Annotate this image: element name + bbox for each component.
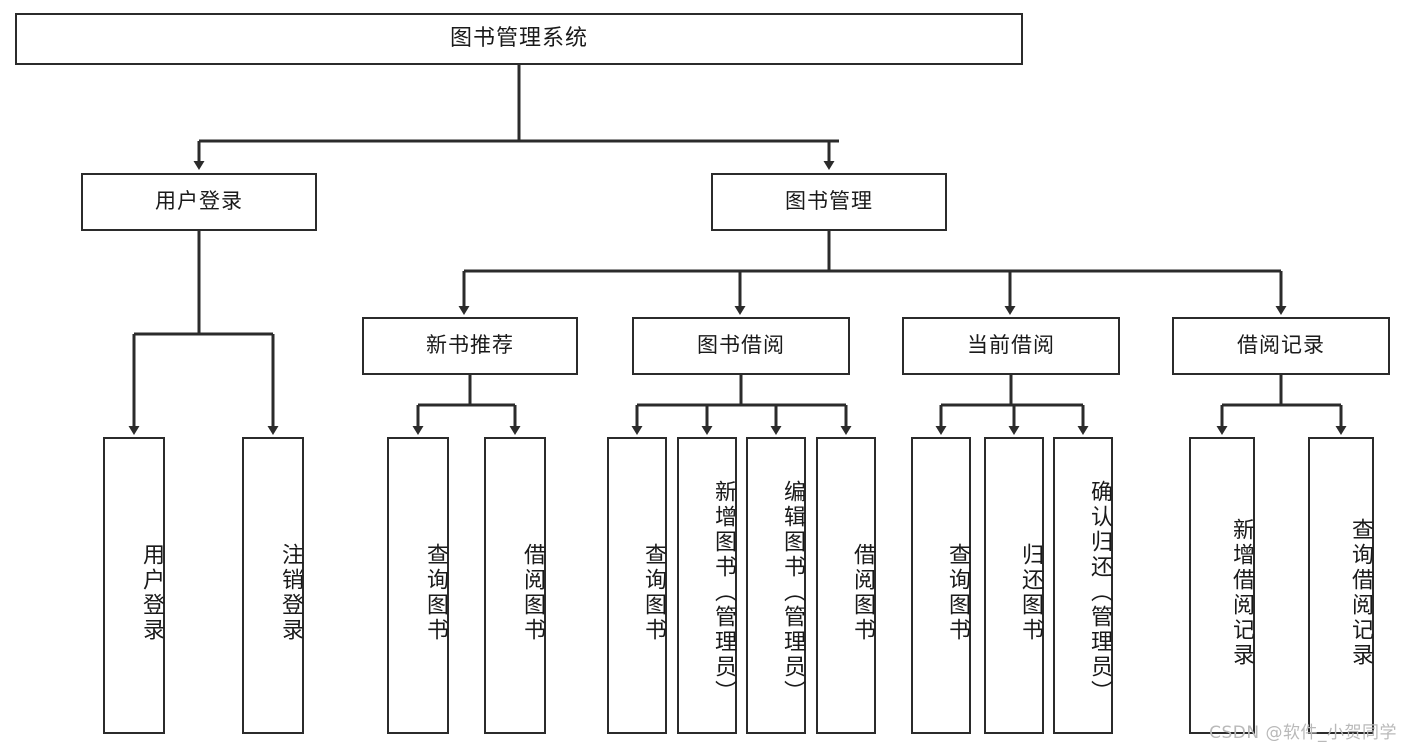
node-book-manage-label: 图书管理 [785,189,873,214]
node-current-borrow[interactable]: 当前借阅 [902,317,1120,375]
node-book-borrow[interactable]: 图书借阅 [632,317,850,375]
node-book-borrow-label: 图书借阅 [697,333,785,358]
node-leaf-query-record[interactable]: 查询借阅记录 [1308,437,1374,734]
node-user-login-label: 用户登录 [155,189,243,214]
node-borrow-record-label: 借阅记录 [1237,333,1325,358]
node-book-manage[interactable]: 图书管理 [711,173,947,231]
node-leaf-user-login-label: 用户登录 [139,542,164,643]
node-leaf-user-logout[interactable]: 注销登录 [242,437,304,734]
node-leaf-query-book-1[interactable]: 查询图书 [387,437,449,734]
node-root[interactable]: 图书管理系统 [15,13,1023,65]
node-leaf-user-logout-label: 注销登录 [278,542,303,643]
node-leaf-query-book-2[interactable]: 查询图书 [607,437,667,734]
node-leaf-confirm-return[interactable]: 确认归还（管理员） [1053,437,1113,734]
node-new-book-recommend-label: 新书推荐 [426,333,514,358]
node-leaf-add-record-label: 新增借阅记录 [1229,517,1254,668]
node-leaf-borrow-book-1-label: 借阅图书 [520,542,545,643]
node-leaf-user-login[interactable]: 用户登录 [103,437,165,734]
node-leaf-add-record[interactable]: 新增借阅记录 [1189,437,1255,734]
node-borrow-record[interactable]: 借阅记录 [1172,317,1390,375]
node-leaf-query-book-2-label: 查询图书 [641,542,666,643]
node-new-book-recommend[interactable]: 新书推荐 [362,317,578,375]
node-leaf-borrow-book-1[interactable]: 借阅图书 [484,437,546,734]
node-user-login[interactable]: 用户登录 [81,173,317,231]
node-leaf-query-record-label: 查询借阅记录 [1348,517,1373,668]
node-root-label: 图书管理系统 [449,25,588,51]
node-leaf-add-book-label: 新增图书（管理员） [711,480,736,705]
node-leaf-query-book-3-label: 查询图书 [945,542,970,643]
node-leaf-borrow-book-2[interactable]: 借阅图书 [816,437,876,734]
node-leaf-return-book[interactable]: 归还图书 [984,437,1044,734]
node-leaf-add-book[interactable]: 新增图书（管理员） [677,437,737,734]
node-leaf-edit-book[interactable]: 编辑图书（管理员） [746,437,806,734]
node-leaf-query-book-1-label: 查询图书 [423,542,448,643]
node-leaf-edit-book-label: 编辑图书（管理员） [780,480,805,705]
node-leaf-return-book-label: 归还图书 [1018,542,1043,643]
node-leaf-borrow-book-2-label: 借阅图书 [850,542,875,643]
node-leaf-query-book-3[interactable]: 查询图书 [911,437,971,734]
node-current-borrow-label: 当前借阅 [967,333,1055,358]
node-leaf-confirm-return-label: 确认归还（管理员） [1087,480,1112,705]
